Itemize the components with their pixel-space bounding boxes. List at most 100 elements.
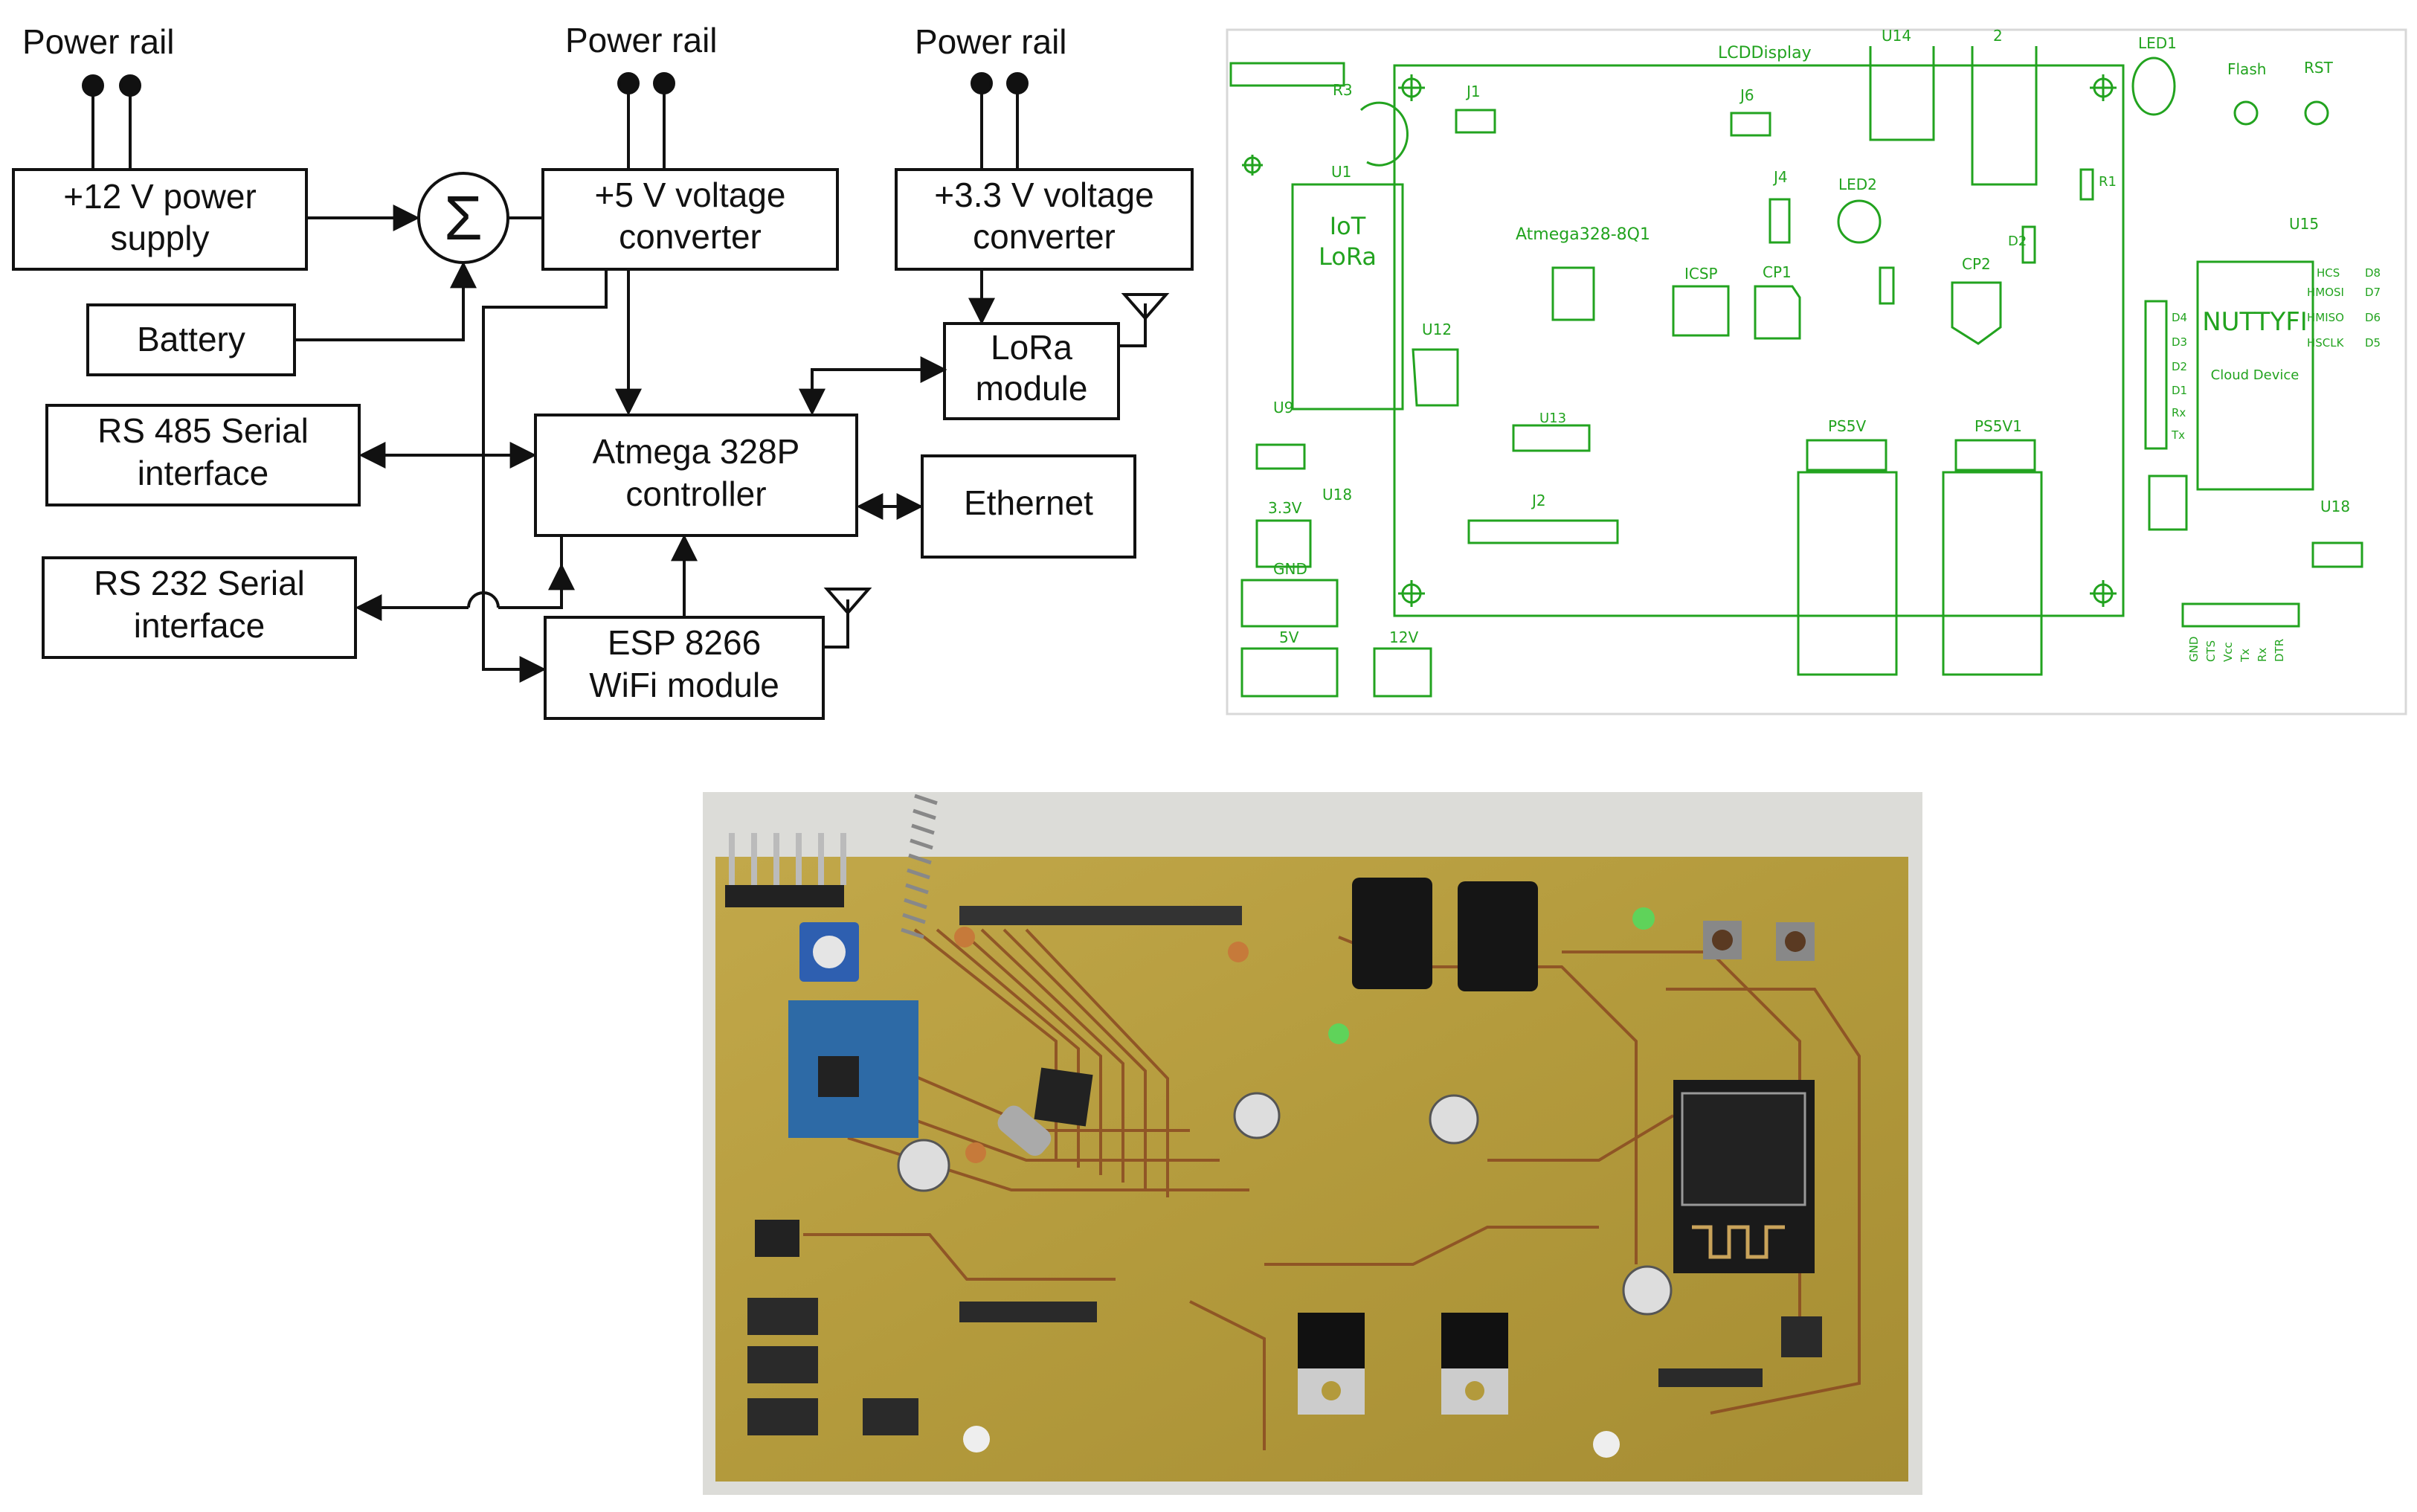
led-green-2: [1328, 1023, 1349, 1044]
v33-converter-line2: converter: [973, 217, 1116, 256]
bottom-header-pins: GND CTS Vcc Tx Rx DTR: [2187, 637, 2286, 663]
icsp-outline: [1672, 285, 1730, 337]
u12-label: U12: [1422, 321, 1452, 338]
capacitor-1: [897, 1139, 950, 1192]
top-left-pin-header: [725, 833, 846, 907]
long-pin-header: [959, 906, 1242, 925]
pin-label: D4: [2172, 311, 2187, 324]
power-rail-terminals: [82, 72, 1029, 170]
conn-2-outline: [1971, 46, 2038, 186]
cp2-label: CP2: [1962, 255, 1991, 273]
pin-label: GND: [2187, 637, 2201, 662]
pin-label: D7: [2365, 286, 2381, 299]
pcb-lora-label: LoRa: [1319, 242, 1377, 271]
pin-label: D2: [2172, 360, 2187, 373]
u13-outline: [1512, 424, 1591, 452]
pin-label: D5: [2365, 336, 2381, 350]
power-rail-label-1: Power rail: [22, 22, 175, 61]
flash-button-outline: [2233, 100, 2259, 126]
pin-label: HSCLK: [2307, 336, 2345, 350]
j2-header-outline: [1467, 519, 1619, 544]
pcb-photo: [703, 792, 1922, 1495]
j4-outline: [1769, 198, 1791, 244]
ps5v1-label: PS5V1: [1975, 417, 2022, 435]
r3-outline: [1359, 101, 1409, 167]
cp1-label: CP1: [1763, 263, 1792, 281]
v5-converter-line1: +5 V voltage: [594, 176, 785, 214]
rs485-line1: RS 485 Serial: [97, 411, 309, 450]
capacitor-4: [1622, 1265, 1673, 1316]
u12-outline: [1412, 348, 1459, 407]
dc-jack-2: [1458, 881, 1538, 991]
pin-label: Rx: [2172, 406, 2186, 419]
v5-label: 5V: [1279, 628, 1299, 646]
rst-label: RST: [2304, 59, 2334, 77]
standoff: [963, 1426, 990, 1453]
v33-label: 3.3V: [1268, 499, 1302, 517]
spring-antenna: [901, 794, 938, 939]
v5-converter-line2: converter: [619, 217, 762, 256]
v33-converter-line1: +3.3 V voltage: [934, 176, 1153, 214]
small-ic-photo: [755, 1220, 799, 1257]
rs232-line1: RS 232 Serial: [94, 564, 305, 602]
crystal: [997, 1105, 1052, 1156]
j1-label: J1: [1465, 83, 1481, 100]
ceramic-cap: [954, 927, 975, 948]
v33-outline: [1255, 519, 1312, 568]
lora-line2: module: [976, 369, 1088, 408]
mounting-holes: [1242, 74, 2117, 607]
pin-label: Vcc: [2221, 642, 2235, 662]
r3-label: R3: [1333, 81, 1353, 99]
led2-label: LED2: [1838, 176, 1877, 193]
battery-label: Battery: [137, 320, 245, 358]
d2-outline: [2021, 225, 2036, 264]
u18a-label: U18: [1322, 486, 1352, 504]
led-green-1: [1632, 907, 1655, 930]
led2-outline: [1837, 199, 1882, 244]
u18b-label: U18: [2320, 498, 2350, 515]
icsp-label: ICSP: [1684, 265, 1718, 283]
pin-label: CTS: [2204, 640, 2218, 662]
pcb-inner-board: [1393, 64, 2125, 617]
cloud-device-label: Cloud Device: [2211, 367, 2299, 383]
esp-line2: WiFi module: [589, 666, 779, 704]
connectors: [295, 205, 1170, 683]
esp-line1: ESP 8266: [608, 623, 761, 662]
ps5v-cap-outline: [1806, 439, 1887, 472]
led1-outline: [2131, 57, 2176, 116]
controller-line1: Atmega 328P: [593, 432, 800, 471]
v33-converter-block: [895, 168, 1194, 271]
ps5v-jack-outline: [1797, 471, 1898, 676]
controller-line2: controller: [625, 474, 766, 513]
v12-label: 12V: [1389, 628, 1418, 646]
gnd-outline: [1240, 579, 1339, 628]
nuttyfi-right-pins: HCS HMOSI HMISO HSCLK D8 D7 D6 D5: [2307, 266, 2381, 350]
rs485-line2: interface: [138, 454, 268, 492]
rst-button-outline: [2304, 100, 2329, 126]
standoff: [1593, 1431, 1620, 1458]
j4-label: J4: [1772, 168, 1788, 186]
pin-label: D3: [2172, 335, 2187, 349]
v5-outline: [1240, 647, 1339, 698]
capacitor-3: [1429, 1094, 1479, 1145]
gnd-label: GND: [1273, 560, 1307, 578]
u14-outline: [1869, 46, 1935, 141]
j6-outline: [1730, 112, 1771, 137]
cp2-outline: [1951, 281, 2002, 345]
r1-label: R1: [2099, 174, 2117, 190]
u18-small-outline: [1255, 443, 1306, 470]
pin-label: D1: [2172, 384, 2187, 397]
flash-label: Flash: [2227, 60, 2266, 78]
pin-label: D8: [2365, 266, 2381, 280]
pin-label: Tx: [2239, 649, 2252, 663]
rs232-line2: interface: [134, 606, 265, 645]
summing-symbol: Σ: [444, 183, 483, 253]
atmega-outline: [1551, 266, 1595, 321]
power-supply-line2: supply: [111, 219, 210, 257]
pcb-layout: LCDDisplay U14 2 LED1 Flash RST R3 U1 J1…: [1226, 27, 2407, 715]
u14-label: U14: [1882, 27, 1911, 45]
u9-label: U9: [1273, 399, 1293, 416]
pin-label: HMISO: [2307, 311, 2344, 324]
ethernet-label: Ethernet: [964, 483, 1093, 522]
nuttyfi-left-header: [2144, 300, 2168, 450]
